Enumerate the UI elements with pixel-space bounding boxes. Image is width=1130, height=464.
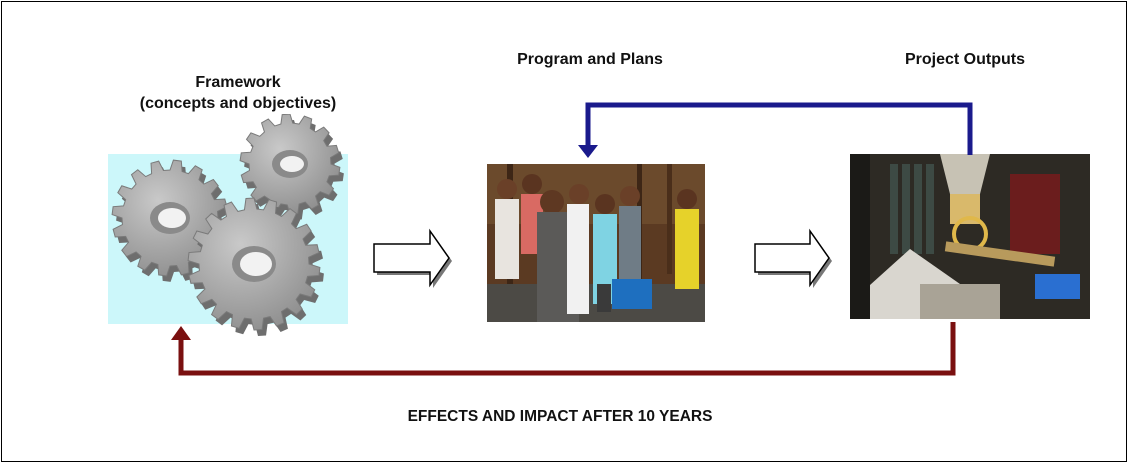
gears-illustration: [111, 114, 344, 336]
gear-icon: [239, 114, 344, 220]
program-photo: [487, 164, 705, 322]
feedback-arrow-top: [578, 102, 973, 158]
feedback-arrow-bottom: [171, 322, 956, 376]
framework-label: Framework (concepts and objectives): [108, 72, 368, 114]
effects-label: EFFECTS AND IMPACT AFTER 10 YEARS: [407, 408, 713, 425]
framework-title: Framework: [195, 74, 281, 91]
program-label: Program and Plans: [517, 51, 663, 68]
arrow-program-to-outputs: [754, 228, 832, 288]
outputs-photo: [850, 154, 1090, 319]
framework-subtitle: (concepts and objectives): [139, 95, 337, 112]
gear-icon: [187, 197, 324, 336]
outputs-label: Project Outputs: [904, 51, 1025, 68]
arrow-framework-to-program: [373, 228, 452, 288]
gear-icon: [111, 159, 232, 282]
